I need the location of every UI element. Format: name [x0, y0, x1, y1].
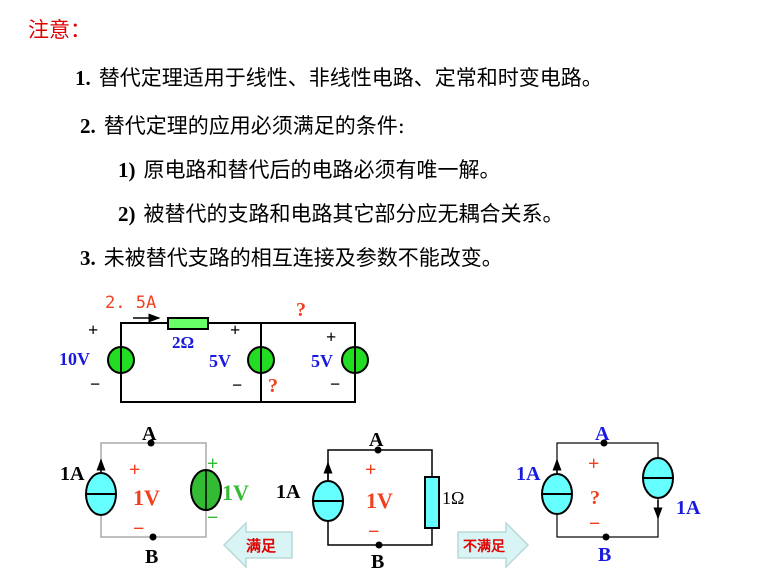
not-satisfied-arrow: 不满足: [457, 521, 530, 569]
plus-sign: +: [230, 320, 240, 340]
current-label: 1A: [276, 481, 301, 503]
top-circuit: 2. 5A 2Ω + 10V − + 5V − ? ? + 5V −: [59, 293, 369, 403]
minus-sign: −: [232, 375, 242, 395]
current-source: [312, 480, 344, 522]
question-mark: ?: [296, 299, 306, 321]
bottom-left-circuit: A B 1A + 1V − + 1V −: [60, 423, 249, 568]
item-text: 原电路和替代后的电路必须有唯一解。: [143, 158, 501, 182]
node-a-label: A: [595, 423, 610, 445]
satisfied-arrow: 满足: [222, 521, 293, 569]
item-num: 2): [118, 202, 136, 226]
subitem-1: 1) 原电路和替代后的电路必须有唯一解。: [118, 154, 501, 184]
item-text: 替代定理的应用必须满足的条件:: [103, 114, 405, 138]
resistor-1ohm: [424, 476, 440, 529]
item-3: 3. 未被替代支路的相互连接及参数不能改变。: [80, 242, 503, 272]
item-num: 3.: [80, 246, 96, 270]
current-source-left: [541, 473, 573, 515]
node-b-dot: [602, 533, 610, 541]
current-source-right: [642, 457, 674, 499]
source-10v-label: 10V: [59, 349, 90, 369]
current-label: 2. 5A: [105, 293, 156, 313]
not-satisfied-label: 不满足: [463, 538, 506, 555]
item-text: 未被替代支路的相互连接及参数不能改变。: [103, 246, 503, 270]
node-b-dot: [149, 533, 157, 541]
node-a-label: A: [369, 429, 384, 451]
bottom-right-circuit: A B 1A 1A + ? −: [516, 423, 701, 566]
minus-sign: −: [589, 513, 600, 535]
current-label: 1A: [676, 497, 701, 519]
item-num: 2.: [80, 114, 96, 138]
node-a-dot: [374, 446, 382, 454]
node-b-label: B: [145, 546, 158, 568]
current-label: 1A: [516, 463, 541, 485]
voltage-source-5v-a: [247, 346, 275, 374]
plus-sign: +: [588, 453, 599, 475]
plus-sign: +: [365, 459, 376, 481]
node-a-label: A: [142, 423, 157, 445]
minus-sign: −: [207, 507, 218, 529]
voltage-label: 1V: [133, 485, 160, 510]
plus-sign: +: [326, 327, 336, 347]
source-5v-label: 5V: [311, 351, 333, 371]
item-2: 2. 替代定理的应用必须满足的条件:: [80, 110, 405, 140]
minus-sign: −: [90, 374, 100, 394]
node-a-dot: [147, 439, 155, 447]
item-text: 替代定理适用于线性、非线性电路、定常和时变电路。: [98, 66, 603, 90]
voltage-source-5v-b: [341, 346, 369, 374]
node-b-dot: [375, 541, 383, 549]
subitem-2: 2) 被替代的支路和电路其它部分应无耦合关系。: [118, 198, 564, 228]
question-mark: ?: [268, 375, 278, 397]
node-b-label: B: [371, 551, 384, 573]
note-label: 注意：: [28, 18, 91, 42]
plus-sign: +: [88, 320, 98, 340]
resistor-2ohm: [167, 317, 209, 330]
minus-sign: −: [368, 521, 379, 543]
item-1: 1. 替代定理适用于线性、非线性电路、定常和时变电路。: [75, 62, 603, 92]
middle-circuit: A B 1A + 1V − 1Ω: [276, 429, 464, 573]
plus-sign: +: [207, 453, 218, 475]
current-label: 1A: [60, 463, 85, 485]
node-b-label: B: [598, 544, 611, 566]
minus-sign: −: [133, 518, 144, 540]
item-num: 1): [118, 158, 136, 182]
satisfied-label: 满足: [246, 537, 277, 555]
question-mark: ?: [590, 487, 600, 509]
node-a-dot: [600, 439, 608, 447]
item-text: 被替代的支路和电路其它部分应无耦合关系。: [143, 202, 564, 226]
voltage-source-10v: [107, 346, 135, 374]
item-num: 1.: [75, 66, 91, 90]
resistor-label: 1Ω: [442, 488, 464, 508]
source-5v-label: 5V: [209, 351, 231, 371]
source-voltage-label: 1V: [222, 480, 249, 505]
voltage-label: 1V: [366, 488, 393, 513]
current-source: [85, 472, 117, 516]
minus-sign: −: [330, 374, 340, 394]
plus-sign: +: [129, 459, 140, 481]
resistor-label: 2Ω: [172, 333, 194, 352]
voltage-source: [190, 469, 222, 511]
